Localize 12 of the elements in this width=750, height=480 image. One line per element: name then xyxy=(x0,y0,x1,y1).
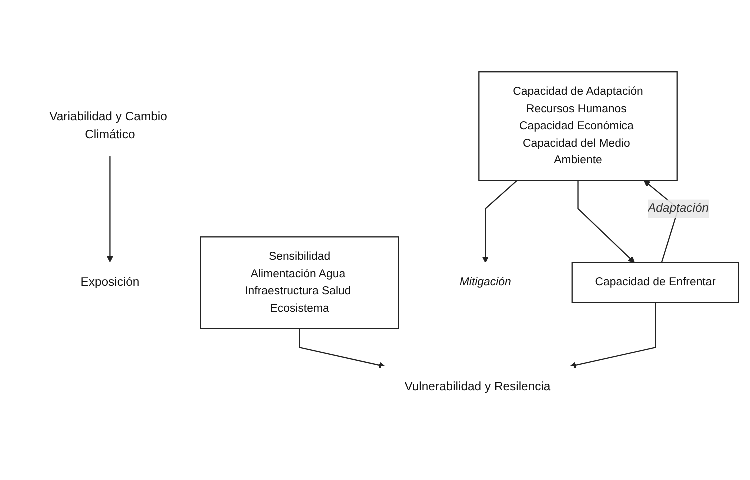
node-text: Vulnerabilidad y Resilencia xyxy=(404,380,551,394)
arrow xyxy=(299,328,386,369)
node-box: Sensibilidad Alimentación Agua Infraestructura Salud Ecosistema xyxy=(200,236,400,330)
node-box: Capacidad de Adaptación Recursos Humanos Capacidad Económica Capacidad del Medio Ambiente xyxy=(478,72,678,182)
arrow xyxy=(106,156,114,263)
node-text: Mitigación xyxy=(460,276,512,289)
node-box: Capacidad de Enfrentar xyxy=(572,262,740,304)
node-text: Variabilidad y Cambio Climático xyxy=(50,110,168,142)
arrow xyxy=(578,180,635,264)
node-text: Exposición xyxy=(80,276,140,289)
arrow xyxy=(570,302,656,369)
arrow xyxy=(482,180,518,264)
